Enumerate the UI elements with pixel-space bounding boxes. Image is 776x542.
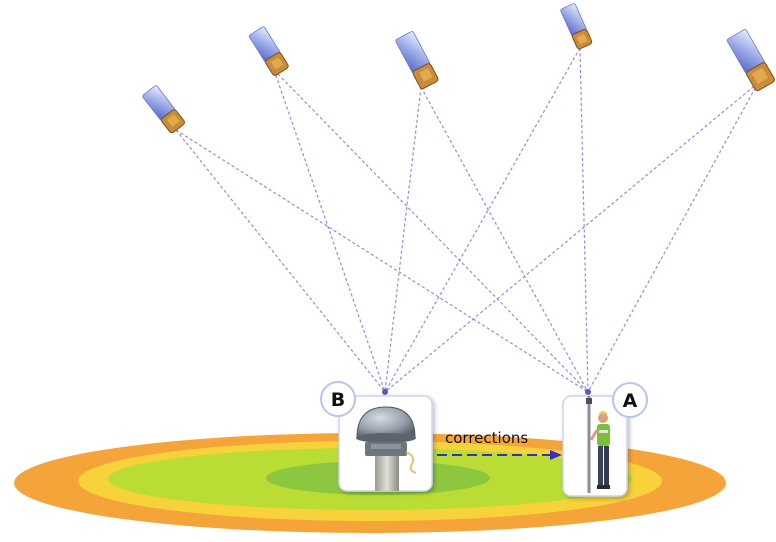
rover-label: A (612, 382, 648, 418)
signal-line (587, 82, 759, 393)
base-station-antenna-icon (356, 406, 417, 491)
base-label-text: B (331, 389, 345, 411)
signal-lines (175, 47, 759, 393)
satellite-icon (395, 31, 439, 90)
signal-line (273, 69, 386, 393)
signal-line (175, 129, 386, 393)
corrections-label: corrections (445, 429, 528, 447)
rover-card (562, 395, 628, 497)
signal-line (420, 86, 589, 393)
corrections-link: corrections (437, 429, 562, 460)
satellite-icon (726, 29, 775, 92)
satellite-icon (560, 3, 593, 50)
satellite-icon (248, 26, 289, 76)
rover-label-text: A (623, 390, 638, 412)
signal-line (384, 82, 759, 393)
surveyor-rover-icon (586, 396, 610, 493)
rover (562, 389, 628, 497)
signal-line (273, 69, 589, 393)
arrowhead-icon (550, 450, 562, 460)
satellites (142, 3, 775, 134)
satellite-icon (142, 85, 185, 134)
signal-line (175, 129, 589, 393)
base-station (338, 389, 433, 492)
signal-line (384, 86, 422, 393)
signal-line (384, 47, 581, 393)
base-label: B (320, 381, 356, 417)
signal-line (579, 47, 589, 393)
